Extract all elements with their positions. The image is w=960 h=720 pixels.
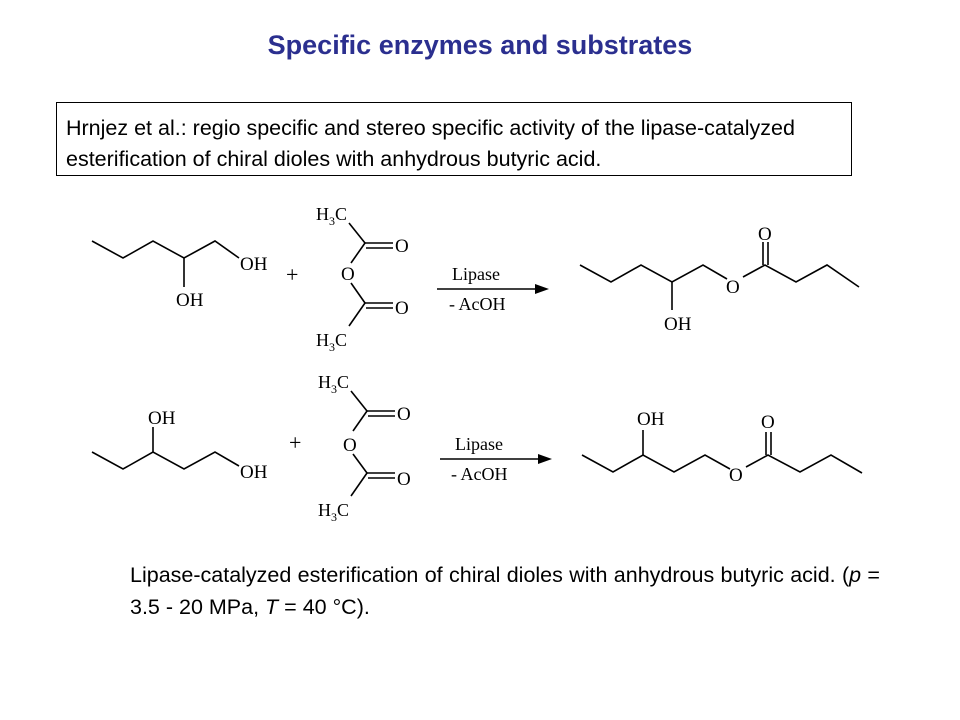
- svg-text:O: O: [758, 224, 772, 245]
- plus-sign: +: [286, 262, 298, 287]
- svg-text:OH: OH: [664, 314, 692, 335]
- svg-text:H3C: H3C: [318, 372, 349, 396]
- plus-sign: +: [289, 430, 301, 455]
- arrow-condition-label: - AcOH: [451, 464, 508, 484]
- svg-text:H3C: H3C: [316, 330, 347, 354]
- product-1-ester: OH O O: [579, 224, 860, 335]
- svg-text:O: O: [397, 469, 411, 490]
- svg-text:OH: OH: [637, 409, 665, 430]
- hydroxyl-label: OH: [176, 290, 204, 311]
- reaction-arrow-1: Lipase - AcOH: [437, 264, 549, 314]
- slide-title: Specific enzymes and substrates: [267, 30, 693, 60]
- arrow-condition-label: - AcOH: [449, 294, 506, 314]
- reagent-1-acetic-anhydride: H3C O O O H3C: [316, 204, 409, 354]
- reference-box: Hrnjez et al.: regio specific and stereo…: [56, 102, 852, 176]
- svg-text:OH: OH: [148, 408, 176, 429]
- reaction-arrow-2: Lipase - AcOH: [440, 434, 552, 484]
- svg-text:O: O: [343, 435, 357, 456]
- svg-text:H3C: H3C: [318, 500, 349, 524]
- svg-text:O: O: [729, 465, 743, 486]
- reactant-1-diol: OH OH: [91, 240, 268, 311]
- svg-text:OH: OH: [240, 462, 268, 483]
- svg-text:H3C: H3C: [316, 204, 347, 228]
- arrow-reagent-label: Lipase: [452, 264, 500, 284]
- svg-text:O: O: [341, 264, 355, 285]
- svg-text:O: O: [761, 412, 775, 433]
- reactant-2-diol: OH OH: [91, 408, 268, 483]
- hydroxyl-label: OH: [240, 254, 268, 275]
- svg-text:O: O: [395, 236, 409, 257]
- reagent-2-acetic-anhydride: H3C O O O H3C: [318, 372, 411, 524]
- product-2-ester: OH O O: [581, 409, 863, 486]
- svg-text:O: O: [395, 298, 409, 319]
- figure-caption: Lipase-catalyzed esterification of chira…: [130, 563, 880, 619]
- svg-text:O: O: [397, 404, 411, 425]
- arrow-reagent-label: Lipase: [455, 434, 503, 454]
- svg-text:O: O: [726, 277, 740, 298]
